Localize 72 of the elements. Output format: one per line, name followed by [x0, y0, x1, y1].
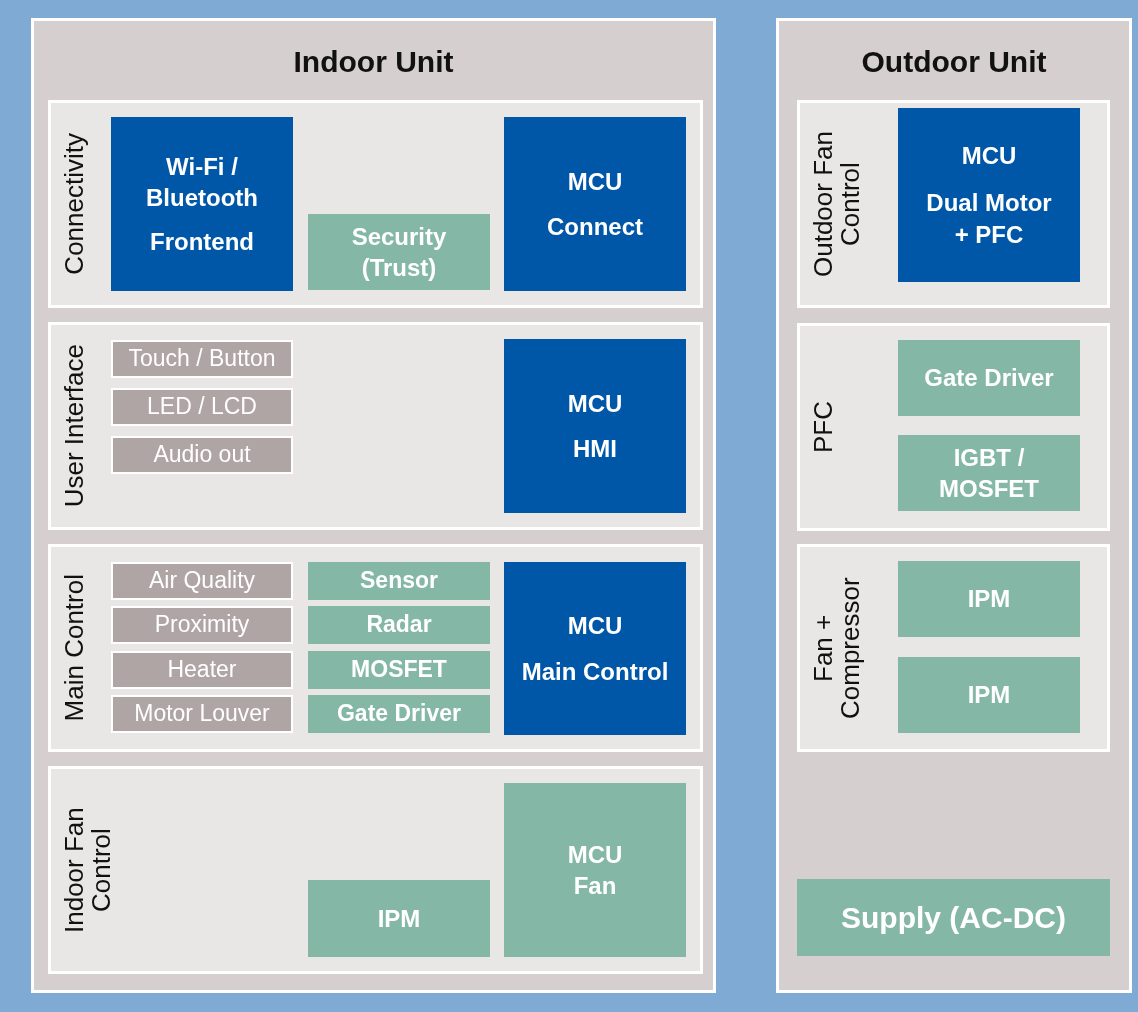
block-label: Motor Louver	[134, 699, 270, 729]
block-label: Proximity	[154, 610, 250, 640]
section-panel	[797, 323, 1110, 531]
component-block	[308, 695, 490, 733]
component-block	[308, 214, 490, 290]
block-label: Supply (AC-DC)	[841, 900, 1066, 936]
component-block	[111, 651, 293, 689]
component-block	[111, 606, 293, 644]
block-label: Fan	[573, 871, 617, 901]
block-label: Touch / Button	[128, 344, 276, 374]
component-block	[111, 388, 293, 426]
panel-title: Indoor Unit	[292, 45, 455, 79]
block-label: MCU	[567, 166, 623, 197]
component-block	[898, 340, 1080, 416]
section-label: Main Control	[61, 574, 89, 722]
component-block	[111, 695, 293, 733]
component-block	[898, 657, 1080, 733]
component-block	[504, 562, 686, 735]
section-panel	[797, 100, 1110, 308]
block-label: Audio out	[153, 440, 251, 470]
block-label: Dual Motor + PFC	[925, 188, 1053, 250]
component-block	[111, 436, 293, 474]
block-label: MCU	[567, 388, 623, 419]
section-panel	[797, 544, 1110, 752]
block-label: Main Control	[521, 656, 669, 687]
component-block	[308, 651, 490, 689]
block-label: Connect	[547, 212, 643, 242]
block-label: IPM	[377, 903, 421, 934]
section-label: Outdoor Fan Control	[810, 130, 865, 279]
section-panel	[48, 766, 703, 974]
block-label: Frontend	[150, 226, 254, 257]
block-label: IPM	[967, 680, 1011, 711]
block-label: MCU	[961, 141, 1017, 172]
component-block	[898, 435, 1080, 511]
block-label: Security (Trust)	[350, 221, 448, 283]
block-label: Gate Driver	[924, 363, 1054, 394]
section-label: Fan + Compressor	[810, 576, 865, 721]
panel-title: Outdoor Unit	[860, 45, 1048, 79]
component-block	[111, 562, 293, 600]
block-label: LED / LCD	[147, 392, 257, 422]
block-label: MOSFET	[351, 655, 447, 685]
component-block	[308, 606, 490, 644]
block-label: IGBT / MOSFET	[938, 442, 1040, 504]
block-label: Air Quality	[148, 566, 256, 596]
section-label: PFC	[810, 401, 838, 453]
section-panel	[48, 100, 703, 308]
block-label: Wi-Fi / Bluetooth	[145, 152, 259, 214]
block-label: MCU	[567, 839, 623, 870]
component-block	[308, 562, 490, 600]
component-block	[504, 783, 686, 957]
component-block	[504, 117, 686, 291]
component-block	[504, 339, 686, 513]
block-label: Sensor	[360, 566, 438, 596]
unit-panel	[776, 18, 1132, 993]
block-label: IPM	[967, 584, 1011, 615]
section-panel	[48, 544, 703, 752]
component-block	[898, 108, 1080, 282]
section-label: Connectivity	[61, 133, 89, 275]
block-label: MCU	[567, 611, 623, 642]
section-label: Indoor Fan Control	[61, 806, 116, 935]
block-label: Radar	[366, 610, 432, 640]
block-label: Gate Driver	[337, 699, 461, 729]
component-block	[111, 117, 293, 291]
section-panel	[48, 322, 703, 530]
component-block	[898, 561, 1080, 637]
section-label: User Interface	[61, 344, 89, 508]
component-block	[308, 880, 490, 957]
unit-panel	[31, 18, 716, 993]
component-block	[797, 879, 1110, 956]
block-label: Heater	[167, 655, 237, 685]
component-block	[111, 340, 293, 378]
block-label: HMI	[573, 434, 617, 464]
